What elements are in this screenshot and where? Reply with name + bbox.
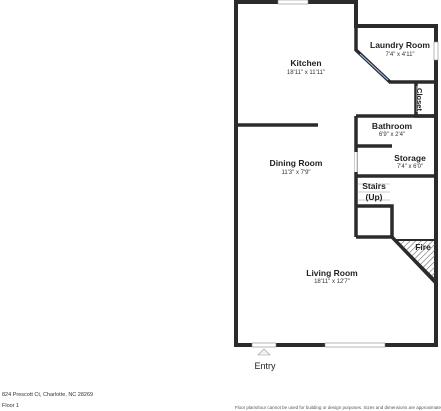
storage-label: Storage [394, 153, 426, 163]
fireplace-icon [392, 239, 437, 284]
exterior-walls [234, 0, 438, 347]
bathroom-label: Bathroom [371, 121, 413, 131]
living-slider-door [324, 342, 386, 348]
kitchen-dims: 18'11" x 11'11" [286, 70, 326, 76]
bathroom-dims: 6'9" x 2'4" [378, 132, 406, 138]
laundry-dims: 7'4" x 4'11" [385, 52, 415, 58]
laundry-label: Laundry Room [370, 40, 430, 50]
kitchen-label: Kitchen [290, 58, 322, 68]
stairs-direction: (Up) [365, 192, 383, 202]
stairs-label: Stairs [362, 181, 386, 191]
floor-label: Floor 1 [2, 403, 20, 409]
laundry-window [433, 41, 439, 61]
entry-arrow-icon [257, 348, 271, 356]
living-dims: 18'11" x 12'7" [314, 279, 350, 285]
closet-label: Closet [414, 88, 424, 111]
address-text: 824 Prescott Ct, Charlotte, NC 28269 [2, 392, 94, 398]
living-label: Living Room [306, 268, 358, 278]
dining-dims: 11'3" x 7'9" [281, 170, 311, 176]
dining-label: Dining Room [269, 158, 323, 168]
fire-label: Fire [415, 242, 431, 252]
laundry-door [359, 53, 389, 81]
entry-label: Entry [254, 361, 276, 371]
stair-steps [358, 183, 390, 201]
storage-dims: 7'4" x 6'0" [396, 164, 424, 170]
kitchen-window [277, 0, 309, 5]
disclaimer-text: Floor plans/tour cannot be used for buil… [234, 405, 441, 410]
entry-door [251, 342, 277, 348]
